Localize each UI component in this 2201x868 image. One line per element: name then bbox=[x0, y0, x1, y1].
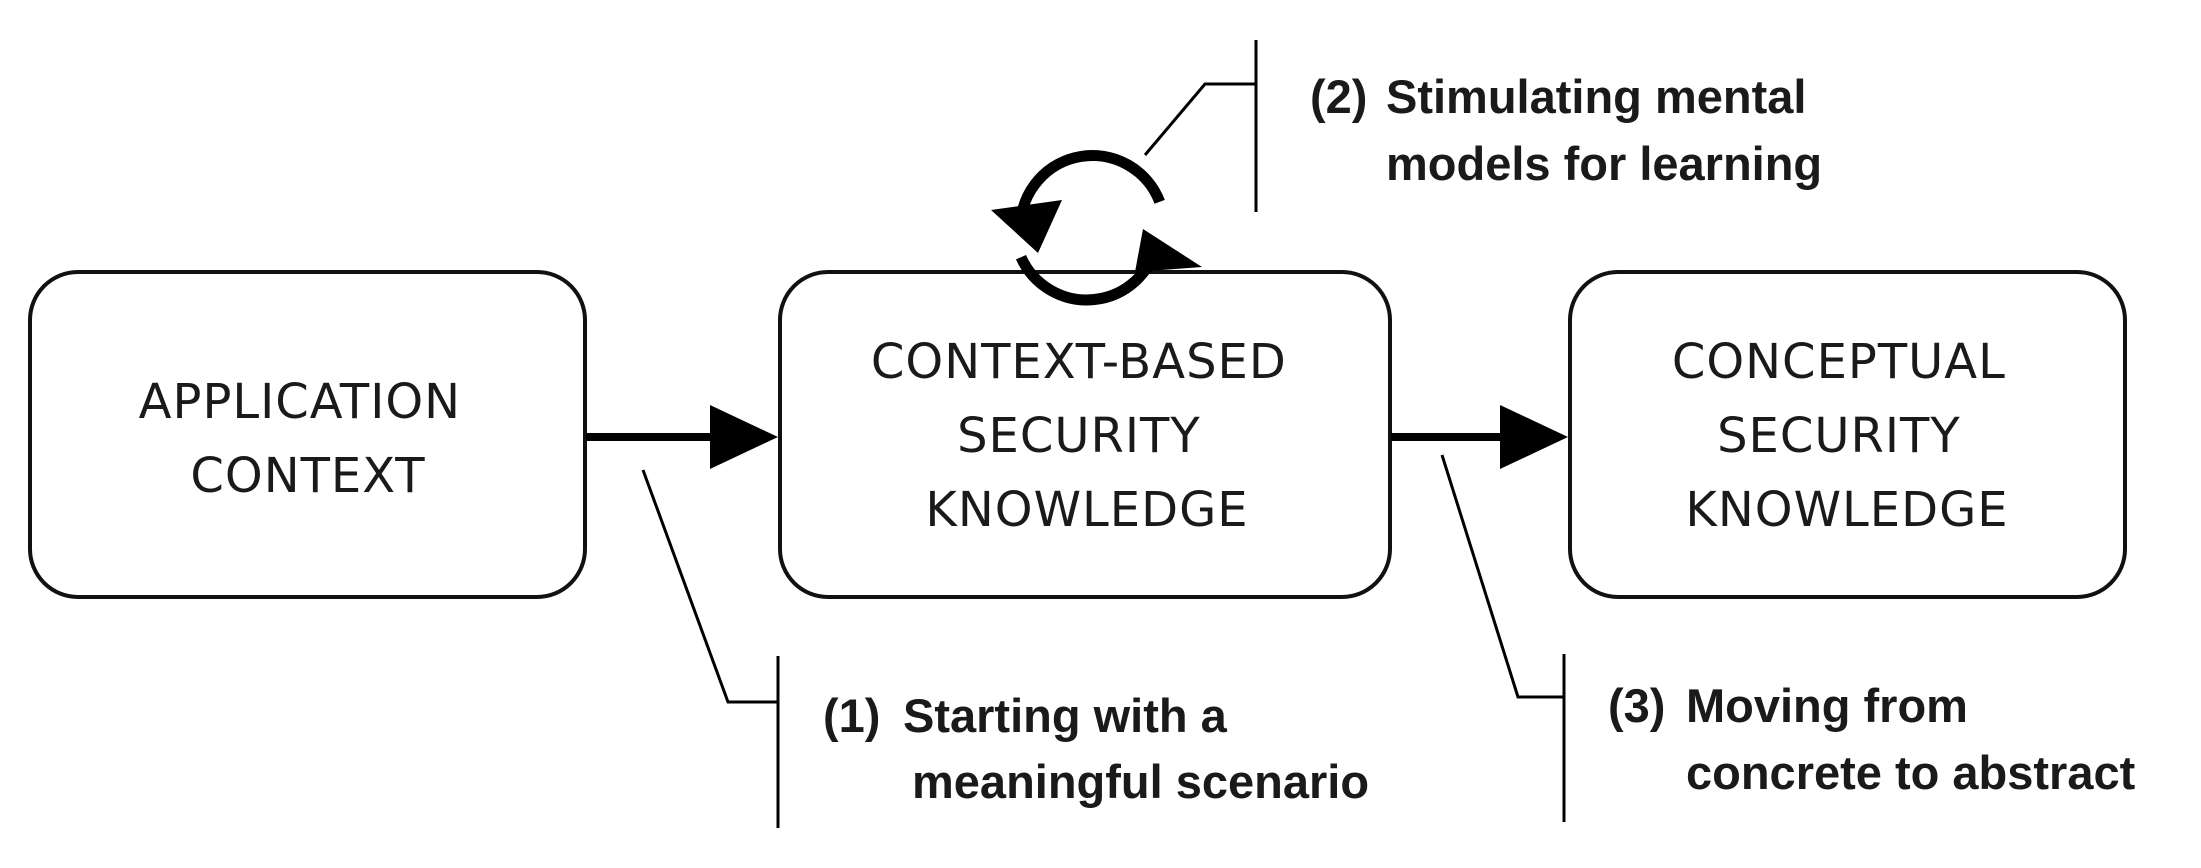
application-context-label: APPLICATION CONTEXT bbox=[139, 374, 478, 504]
conceptual-security-knowledge-box: CONCEPTUAL SECURITY KNOWLEDGE bbox=[1568, 270, 2127, 599]
conceptual-security-knowledge-label: CONCEPTUAL SECURITY KNOWLEDGE bbox=[1672, 334, 2022, 538]
callout-2-number: (2) bbox=[1310, 70, 1367, 123]
callout-3-text: (3) Moving from concrete to abstract bbox=[1608, 679, 2136, 799]
cycle-arrows-icon bbox=[991, 150, 1202, 306]
callout-3-leader bbox=[1440, 454, 1566, 822]
callout-2-text: (2) Stimulating mental models for learni… bbox=[1310, 70, 1822, 190]
arrow-application-to-context-based bbox=[586, 405, 778, 469]
callout-2-line1: Stimulating mental bbox=[1386, 70, 1806, 123]
application-context-box: APPLICATION CONTEXT bbox=[28, 270, 587, 599]
callout-1-line2: meaningful scenario bbox=[912, 755, 1369, 808]
context-based-security-knowledge-label: CONTEXT-BASED SECURITY KNOWLEDGE bbox=[871, 334, 1303, 538]
callout-2-leader bbox=[1143, 40, 1258, 212]
callout-1-leader bbox=[641, 469, 780, 828]
callout-3-line1: Moving from bbox=[1686, 679, 1968, 732]
arrow-context-based-to-conceptual bbox=[1391, 405, 1568, 469]
callout-3-line2: concrete to abstract bbox=[1686, 746, 2136, 799]
callout-3-number: (3) bbox=[1608, 679, 1665, 732]
callout-1-line1: Starting with a bbox=[903, 689, 1228, 742]
callout-1-number: (1) bbox=[823, 689, 880, 742]
callout-1-text: (1) Starting with a meaningful scenario bbox=[823, 689, 1369, 808]
context-based-security-knowledge-box: CONTEXT-BASED SECURITY KNOWLEDGE bbox=[778, 270, 1392, 599]
callout-2-line2: models for learning bbox=[1386, 137, 1822, 190]
